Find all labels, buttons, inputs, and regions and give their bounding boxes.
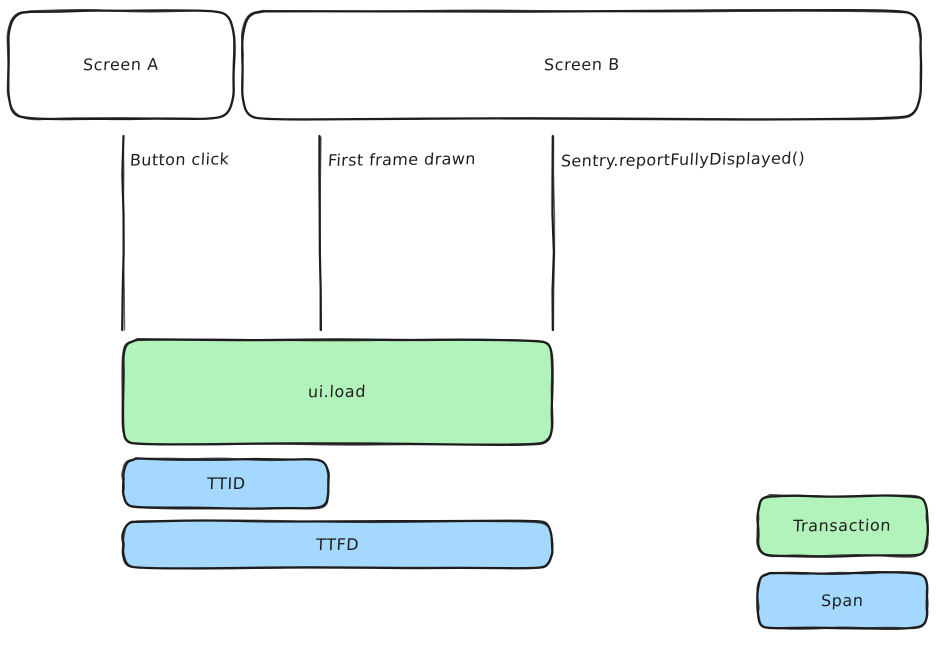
screen-box-a[interactable]: Screen A xyxy=(8,11,234,119)
legend-item-transaction-label: Transaction xyxy=(792,516,893,536)
bar-ttfd-label: TTFD xyxy=(315,534,360,555)
bar-ttid-label: TTID xyxy=(206,473,246,494)
screen-box-a-label: Screen A xyxy=(82,55,160,75)
marker-label-report-fully-displayed: Sentry.reportFullyDisplayed() xyxy=(560,148,806,171)
screen-box-b[interactable]: Screen B xyxy=(242,11,921,119)
bar-ui-load[interactable]: ui.load xyxy=(123,340,552,444)
bar-ui-load-label: ui.load xyxy=(308,382,367,402)
bar-ttid[interactable]: TTID xyxy=(123,459,329,508)
bar-ttfd[interactable]: TTFD xyxy=(123,521,552,568)
legend-item-transaction[interactable]: Transaction xyxy=(758,496,927,556)
marker-label-first-frame-drawn: First frame drawn xyxy=(327,149,477,170)
legend-item-span-label: Span xyxy=(820,590,865,611)
legend-item-span[interactable]: Span xyxy=(758,573,927,628)
marker-label-button-click: Button click xyxy=(129,149,230,170)
screen-box-b-label: Screen B xyxy=(543,55,620,75)
